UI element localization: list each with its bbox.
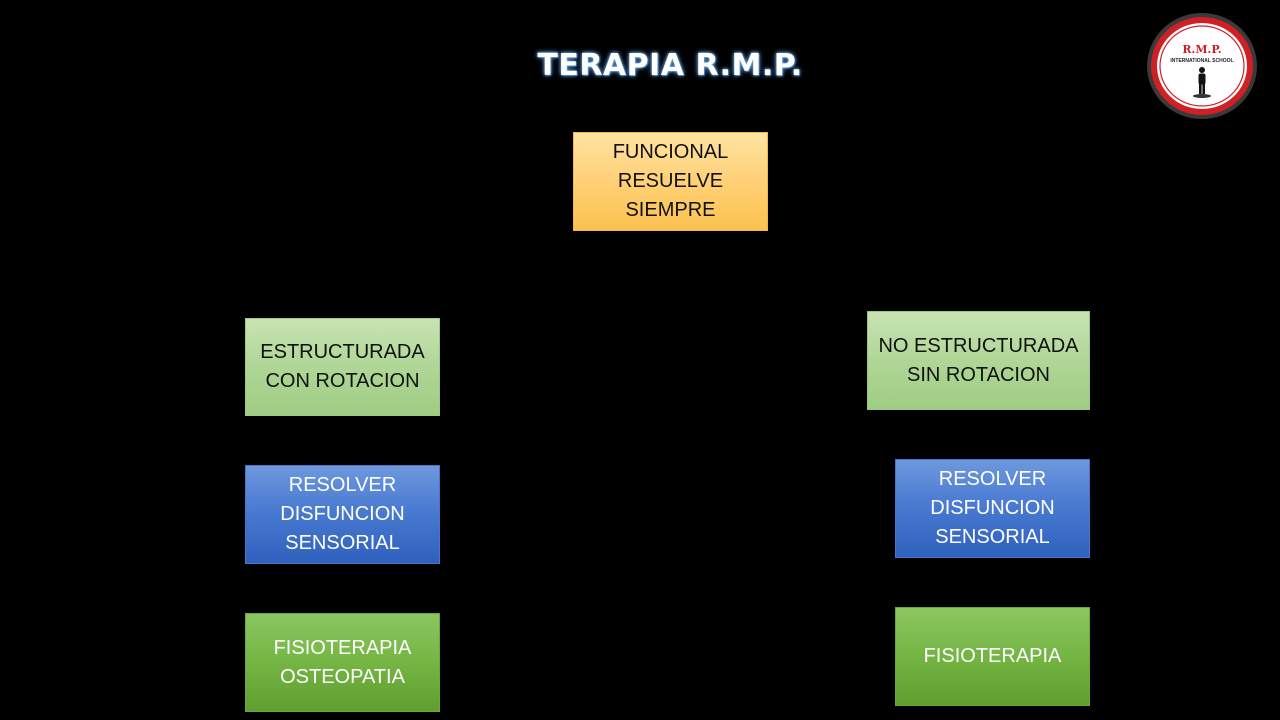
- logo-subtitle: INTERNATIONAL SCHOOL: [1170, 58, 1233, 64]
- right-box-1-text: NO ESTRUCTURADA SIN ROTACION: [878, 334, 1079, 386]
- diagram-title: TERAPIA R.M.P.: [537, 48, 803, 83]
- right-box-3-text: FISIOTERAPIA: [923, 645, 1062, 667]
- left-box-2-text: RESOLVER DISFUNCION SENSORIAL: [280, 474, 405, 554]
- left-box-estructurada: ESTRUCTURADA CON ROTACION: [245, 318, 440, 416]
- left-box-resolver: RESOLVER DISFUNCION SENSORIAL: [245, 465, 440, 564]
- top-box-funcional: FUNCIONAL RESUELVE SIEMPRE: [573, 132, 768, 231]
- left-box-fisioterapia-osteopatia: FISIOTERAPIA OSTEOPATIA: [245, 613, 440, 712]
- right-box-2-text: RESOLVER DISFUNCION SENSORIAL: [930, 468, 1055, 548]
- person-silhouette-icon: [1193, 67, 1211, 98]
- rmp-logo-icon: R.M.P. INTERNATIONAL SCHOOL: [1147, 13, 1257, 119]
- logo-name: R.M.P.: [1182, 43, 1221, 56]
- left-box-1-text: ESTRUCTURADA CON ROTACION: [260, 341, 425, 392]
- right-box-resolver: RESOLVER DISFUNCION SENSORIAL: [895, 459, 1090, 558]
- left-box-3-text: FISIOTERAPIA OSTEOPATIA: [273, 636, 412, 688]
- right-box-no-estructurada: NO ESTRUCTURADA SIN ROTACION: [867, 311, 1090, 410]
- top-box-text: FUNCIONAL RESUELVE SIEMPRE: [612, 141, 729, 221]
- right-box-fisioterapia: FISIOTERAPIA: [895, 607, 1090, 706]
